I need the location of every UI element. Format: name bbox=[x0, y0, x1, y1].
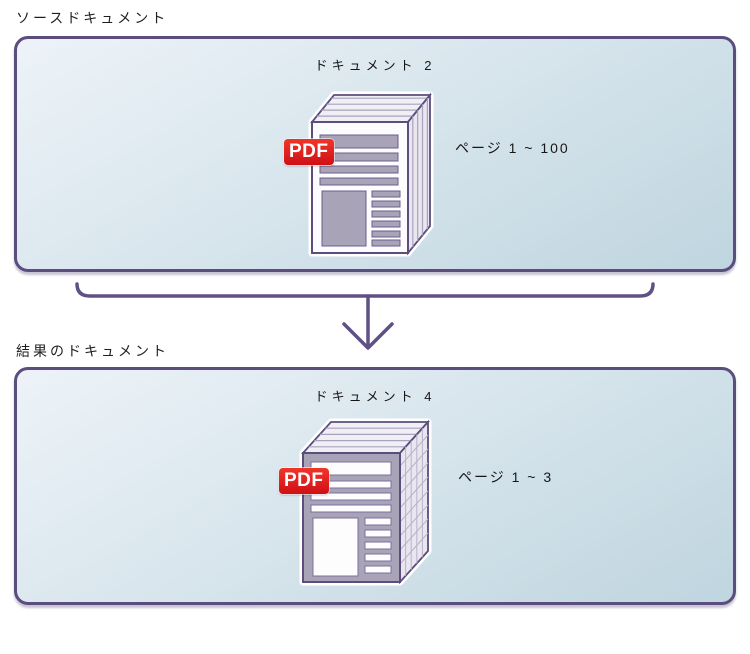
source-document-title: ドキュメント 2 bbox=[314, 58, 436, 73]
result-page-range: ページ 1 ~ 3 bbox=[458, 469, 554, 485]
source-section-label: ソースドキュメント bbox=[16, 10, 169, 26]
result-pdf-document-icon bbox=[299, 418, 432, 586]
source-page-range: ページ 1 ~ 100 bbox=[455, 140, 570, 156]
result-pdf-badge: PDF bbox=[279, 468, 329, 494]
source-pdf-document-icon bbox=[308, 91, 434, 257]
merge-arrow-icon bbox=[75, 282, 655, 350]
result-document-title: ドキュメント 4 bbox=[314, 389, 436, 404]
result-section-label: 結果のドキュメント bbox=[16, 343, 169, 359]
source-pdf-badge: PDF bbox=[284, 139, 334, 165]
